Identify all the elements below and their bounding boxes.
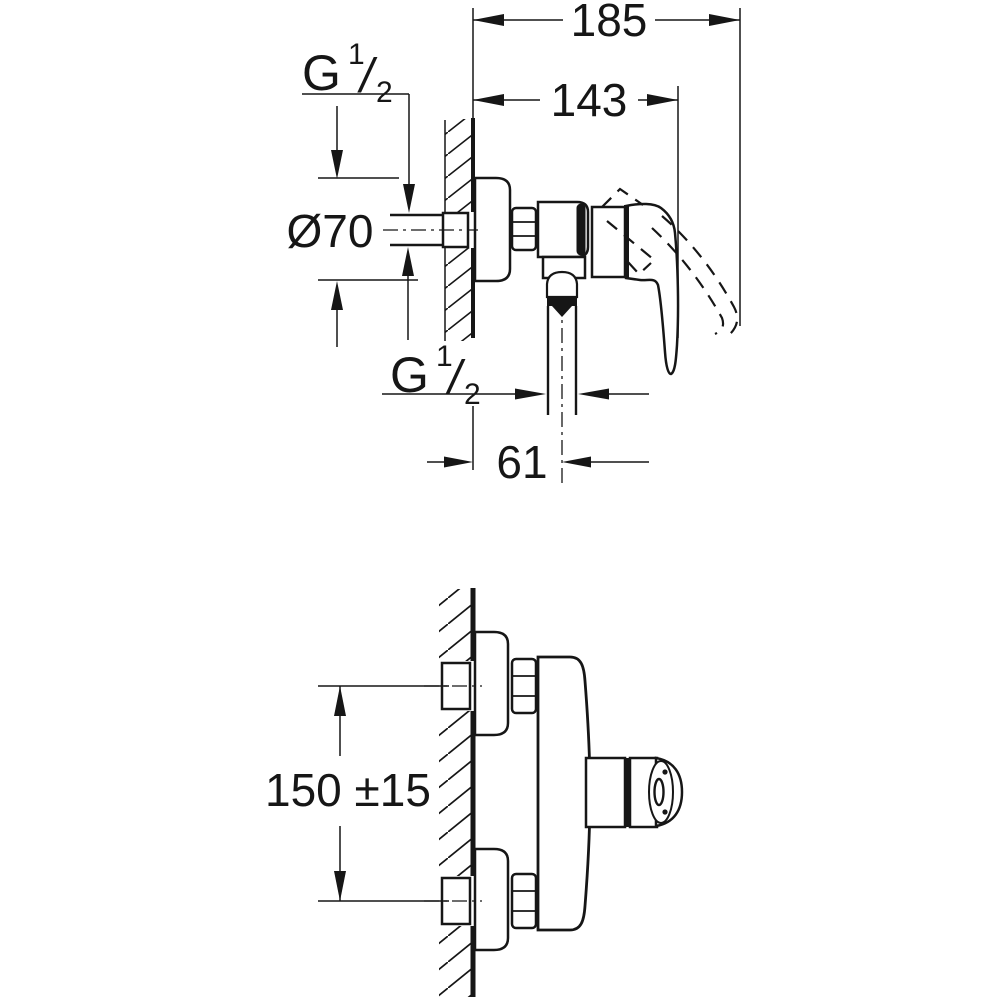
ghost-blade-inner	[651, 227, 725, 336]
handle-ghost-outline	[601, 187, 739, 336]
label-outlet-thread: G 1 / 2	[382, 340, 649, 411]
body-outline	[536, 655, 592, 932]
arrowhead	[334, 871, 346, 901]
hex-union-nut	[510, 872, 538, 930]
ghost-chevron	[627, 261, 652, 276]
ghost-peak	[601, 187, 644, 208]
lower-union	[424, 847, 538, 952]
arrowhead	[647, 94, 678, 106]
arrowhead	[444, 456, 473, 468]
arrowhead	[331, 150, 343, 179]
dim-label-61: 61	[496, 436, 547, 488]
dim-label-150: 150 ±15	[265, 764, 431, 816]
wall-hatching	[439, 589, 471, 997]
outlet-dome	[545, 270, 579, 299]
escutcheon-flange	[473, 176, 512, 283]
hex-union-nut	[510, 657, 538, 715]
mixer-fixture-side-view	[383, 176, 739, 483]
stub-dot	[662, 809, 668, 815]
ghost-blade-outer	[661, 215, 739, 335]
lever-handle	[624, 202, 680, 376]
stub-dot	[662, 769, 668, 775]
escutcheon-flange	[473, 847, 510, 952]
handle-stub-base	[584, 756, 627, 829]
dimension-143: 143	[473, 74, 679, 338]
dim-label-d70: Ø70	[287, 205, 374, 257]
mixer-body-plan-view	[536, 655, 684, 932]
ghost-diagonal	[606, 220, 654, 260]
arrowhead	[515, 388, 546, 400]
stub-slot	[653, 777, 665, 807]
hex-union-nut	[510, 206, 538, 252]
plan-view: 150 ±15	[265, 588, 684, 997]
wall-section-plan-view	[439, 588, 476, 997]
side-view: 185 143 G 1 / 2	[287, 0, 741, 488]
dim-label-143: 143	[551, 74, 628, 126]
arrowhead	[331, 281, 343, 310]
arrowhead	[578, 388, 609, 400]
dimension-150: 150 ±15	[265, 685, 449, 902]
escutcheon-flange	[473, 630, 510, 737]
thread-label-g12-top: G 1 / 2	[302, 38, 393, 109]
cartridge-housing	[590, 205, 627, 279]
arrowhead	[403, 184, 415, 213]
arrowhead	[562, 456, 591, 468]
arrowhead	[334, 686, 346, 716]
dimension-185: 185	[472, 0, 741, 326]
arrowhead	[473, 94, 504, 106]
stub-divider	[624, 758, 630, 827]
arrowhead	[402, 247, 414, 276]
dim-label-185: 185	[571, 0, 648, 46]
label-supply-thread: G 1 / 2	[302, 38, 415, 340]
dimension-61: 61	[427, 406, 649, 488]
dimension-d70: Ø70	[287, 106, 418, 347]
thread-label-g12-middle: G 1 / 2	[390, 340, 481, 411]
arrowhead	[473, 14, 504, 26]
arrowhead	[709, 14, 740, 26]
